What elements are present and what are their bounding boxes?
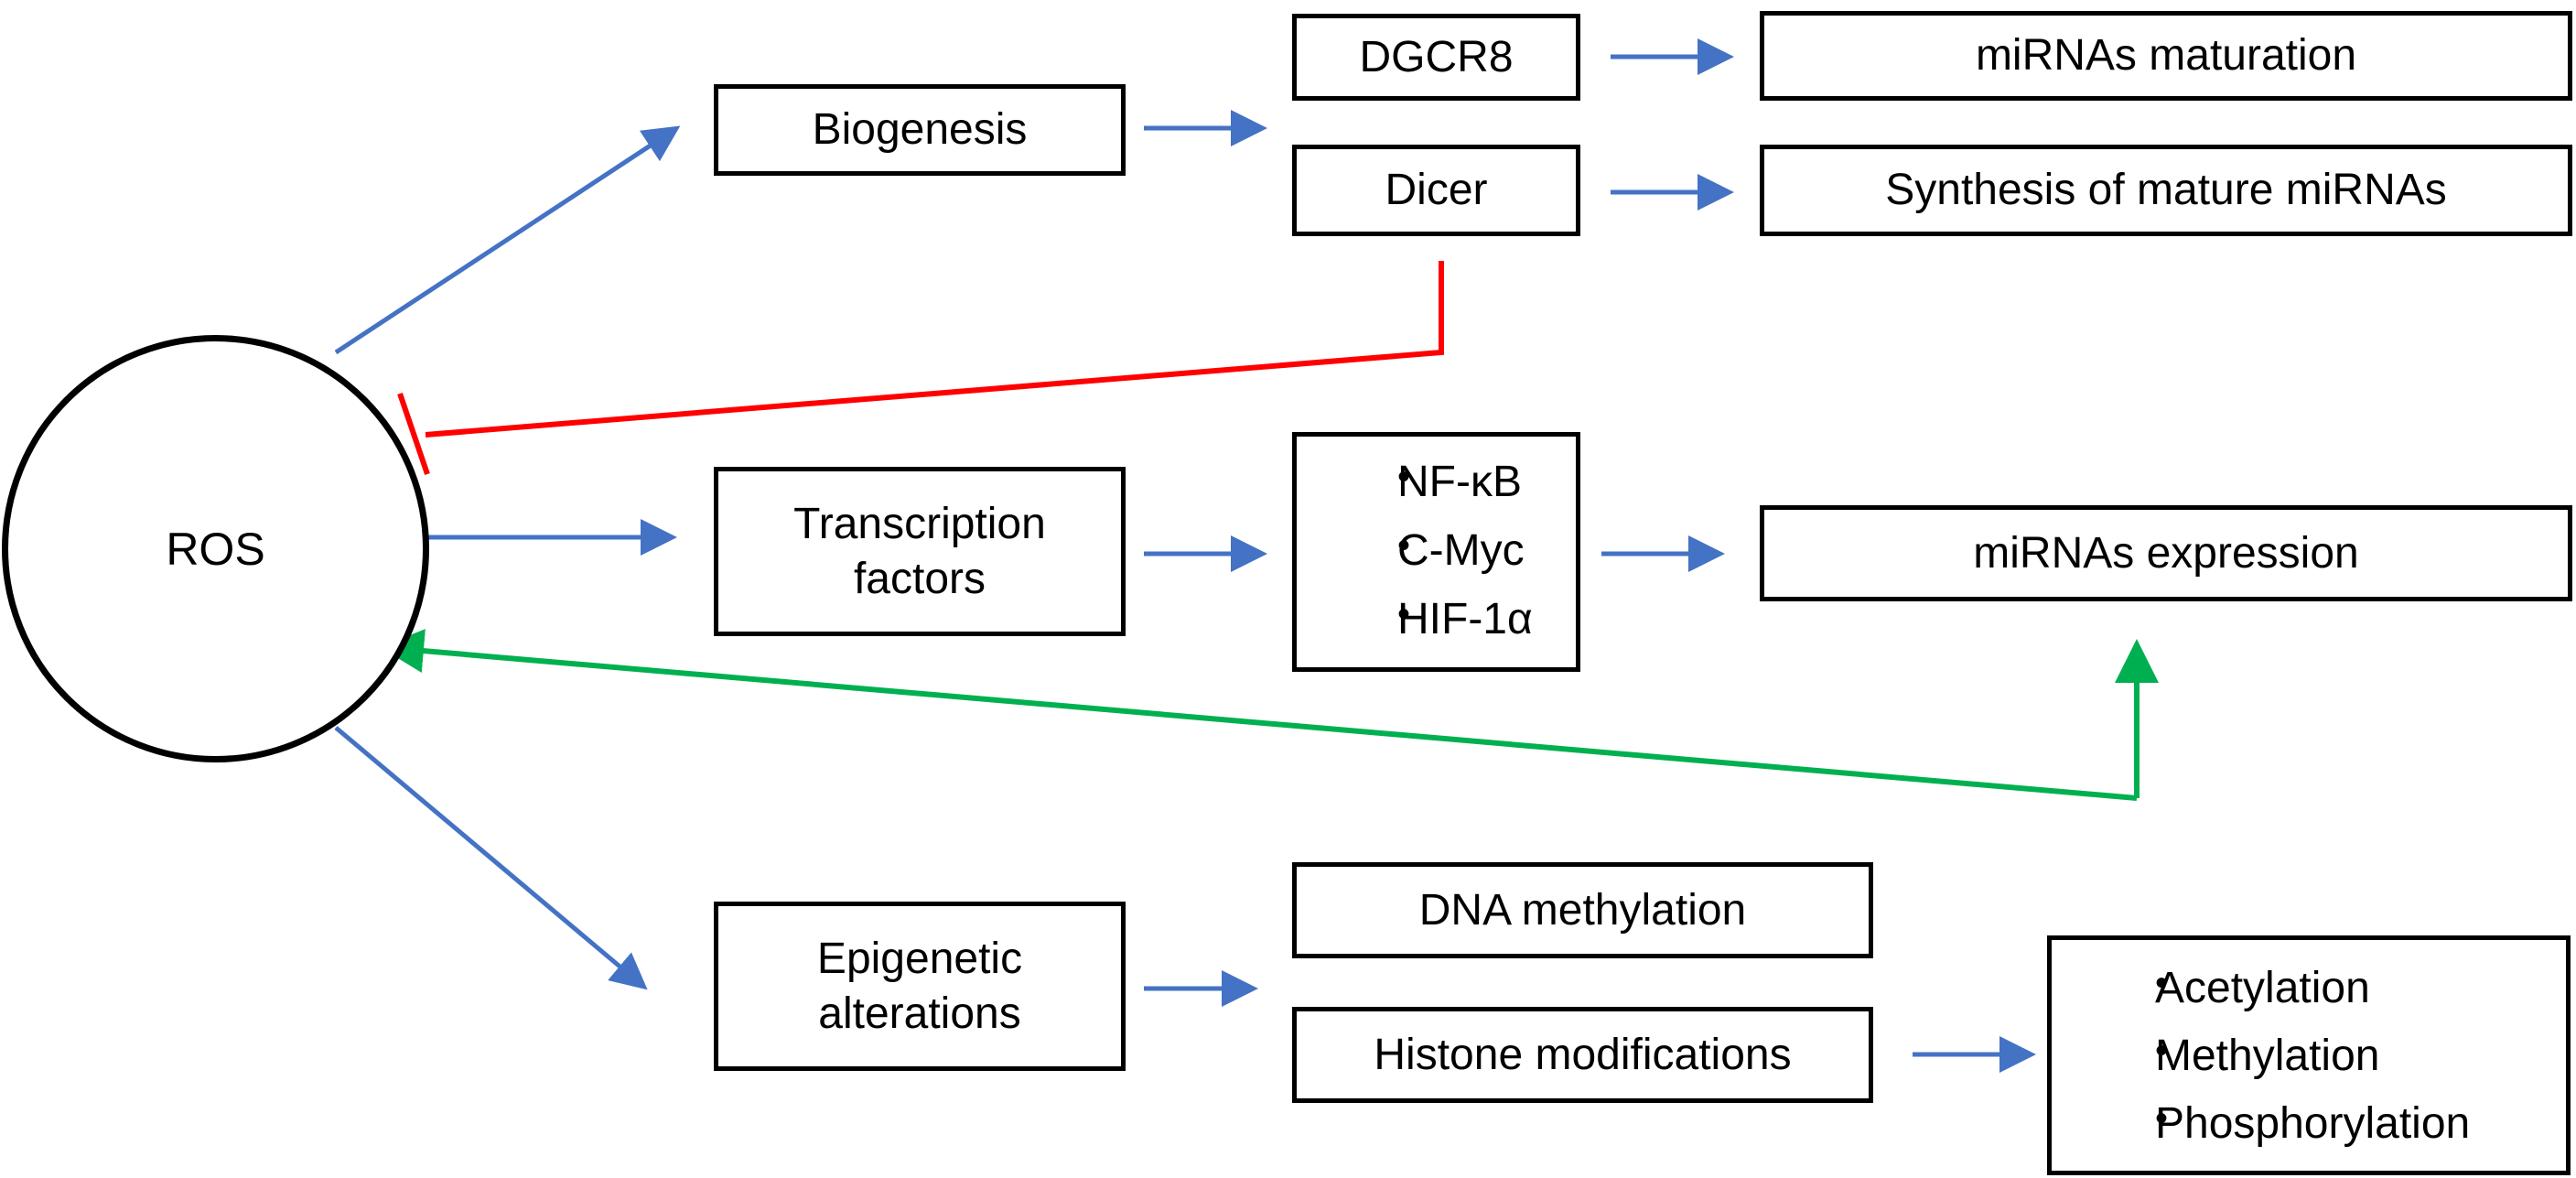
transcription-factors-line2: factors bbox=[853, 554, 986, 603]
dicer-label: Dicer bbox=[1385, 166, 1488, 214]
mirna-maturation-label: miRNAs maturation bbox=[1975, 31, 2357, 80]
synthesis-mature-label: Synthesis of mature miRNAs bbox=[1885, 166, 2447, 214]
biogenesis-box: Biogenesis bbox=[714, 84, 1126, 176]
synthesis-mature-box: Synthesis of mature miRNAs bbox=[1760, 145, 2572, 236]
dgcr8-label: DGCR8 bbox=[1359, 32, 1514, 81]
transcription-factors-line1: Transcription bbox=[793, 499, 1046, 548]
feedback-line-ros bbox=[380, 629, 2138, 801]
tf-item-hif1a-label: HIF-1α bbox=[1397, 595, 1533, 643]
histone-list-box: Acetylation Methylation Phosphorylation bbox=[2047, 935, 2571, 1175]
dicer-box: Dicer bbox=[1292, 145, 1580, 236]
dgcr8-box: DGCR8 bbox=[1292, 14, 1580, 101]
tf-item-nfkb: NF-κB bbox=[1324, 457, 1576, 525]
epigenetic-line1: Epigenetic bbox=[816, 934, 1023, 983]
mirna-expression-box: miRNAs expression bbox=[1760, 505, 2572, 601]
tf-item-cmyc: C-Myc bbox=[1324, 525, 1576, 594]
histone-modifications-box: Histone modifications bbox=[1292, 1007, 1873, 1103]
tf-item-cmyc-label: C-Myc bbox=[1397, 526, 1525, 575]
tf-item-nfkb-label: NF-κB bbox=[1397, 458, 1522, 506]
histone-item-methylation-label: Methylation bbox=[2155, 1032, 2380, 1080]
tf-list-box: NF-κB C-Myc HIF-1α bbox=[1292, 432, 1580, 672]
biogenesis-label: Biogenesis bbox=[812, 105, 1028, 154]
histone-item-acetylation-label: Acetylation bbox=[2155, 964, 2370, 1012]
tf-list: NF-κB C-Myc HIF-1α bbox=[1324, 457, 1576, 663]
histone-list: Acetylation Methylation Phosphorylation bbox=[2077, 963, 2566, 1166]
transcription-factors-box: Transcription factors bbox=[714, 467, 1126, 636]
histone-item-phosphorylation-label: Phosphorylation bbox=[2155, 1099, 2471, 1148]
tf-item-hif1a: HIF-1α bbox=[1324, 594, 1576, 663]
inhibition-bar bbox=[397, 393, 430, 475]
ros-node: ROS bbox=[2, 335, 429, 762]
histone-item-phosphorylation: Phosphorylation bbox=[2077, 1098, 2566, 1166]
epigenetic-line2: alterations bbox=[818, 989, 1021, 1038]
histone-modifications-label: Histone modifications bbox=[1374, 1030, 1792, 1079]
arrow-ros-to-biogenesis bbox=[334, 125, 681, 355]
dna-methylation-box: DNA methylation bbox=[1292, 862, 1873, 958]
histone-item-methylation: Methylation bbox=[2077, 1031, 2566, 1098]
ros-label: ROS bbox=[166, 523, 265, 575]
inhibition-dicer-to-ros bbox=[425, 261, 1444, 438]
mirna-maturation-box: miRNAs maturation bbox=[1760, 11, 2572, 101]
dna-methylation-label: DNA methylation bbox=[1418, 885, 1747, 935]
arrow-ros-to-epigenetic bbox=[334, 726, 648, 990]
epigenetic-box: Epigenetic alterations bbox=[714, 902, 1126, 1071]
histone-item-acetylation: Acetylation bbox=[2077, 963, 2566, 1031]
mirna-expression-label: miRNAs expression bbox=[1973, 528, 2359, 578]
